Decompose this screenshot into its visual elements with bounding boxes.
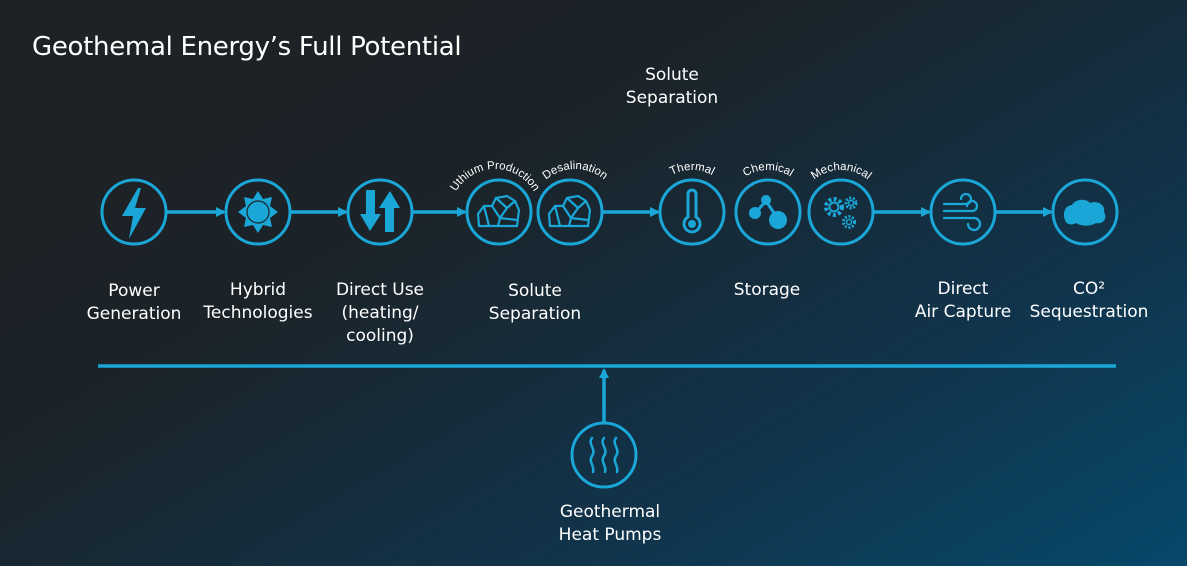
label: Technologies	[202, 303, 312, 323]
label: Air Capture	[915, 302, 1011, 322]
node-desalination: Desalination	[536, 160, 610, 246]
node-co2-sequestration: CO² Sequestration	[1030, 178, 1149, 322]
node-power-generation: Power Generation	[87, 178, 182, 324]
label: Geothermal	[560, 502, 660, 522]
cloud-icon	[1063, 199, 1106, 226]
heat-waves-icon	[589, 436, 619, 474]
gears-icon	[824, 196, 858, 229]
solute-separation-label-2: Separation	[489, 304, 581, 324]
wind-icon	[942, 192, 982, 232]
storage-label: Storage	[734, 280, 801, 300]
rock-icon	[476, 194, 521, 228]
up-down-arrows-icon	[360, 190, 400, 232]
node-direct-air-capture: Direct Air Capture	[915, 178, 1011, 322]
molecule-icon	[749, 195, 787, 229]
lightning-icon	[122, 188, 146, 239]
thermometer-icon	[682, 188, 702, 234]
rock-icon	[547, 194, 592, 228]
node-chemical: Chemical	[734, 161, 802, 246]
label: Generation	[87, 304, 182, 324]
slide-title: Geothemal Energy’s Full Potential	[32, 32, 462, 62]
label: cooling)	[346, 326, 414, 346]
top-solute-label-2: Separation	[626, 88, 718, 108]
node-thermal: Thermal	[658, 161, 726, 246]
node-mechanical: Mechanical	[807, 161, 875, 246]
label: Power	[108, 281, 159, 301]
node-geothermal-heat-pumps: Geothermal Heat Pumps	[559, 421, 662, 545]
arc-label: Chemical	[741, 161, 795, 179]
top-solute-label-1: Solute	[645, 65, 699, 85]
node-direct-use: Direct Use (heating/ cooling)	[336, 178, 424, 346]
label: (heating/	[342, 303, 419, 323]
arc-label: Uthium Production	[448, 160, 541, 194]
node-hybrid-technologies: Hybrid Technologies	[202, 178, 313, 323]
node-lithium-production: Uthium Production	[448, 160, 542, 246]
label: CO²	[1073, 279, 1105, 299]
label: Direct Use	[336, 280, 424, 300]
solute-separation-label-1: Solute	[508, 281, 562, 301]
sun-icon	[238, 191, 278, 233]
label: Direct	[938, 279, 989, 299]
label: Heat Pumps	[559, 525, 662, 545]
label: Hybrid	[230, 280, 286, 300]
arc-label: Thermal	[668, 161, 716, 178]
arc-label: Desalination	[541, 160, 610, 182]
label: Sequestration	[1030, 302, 1149, 322]
